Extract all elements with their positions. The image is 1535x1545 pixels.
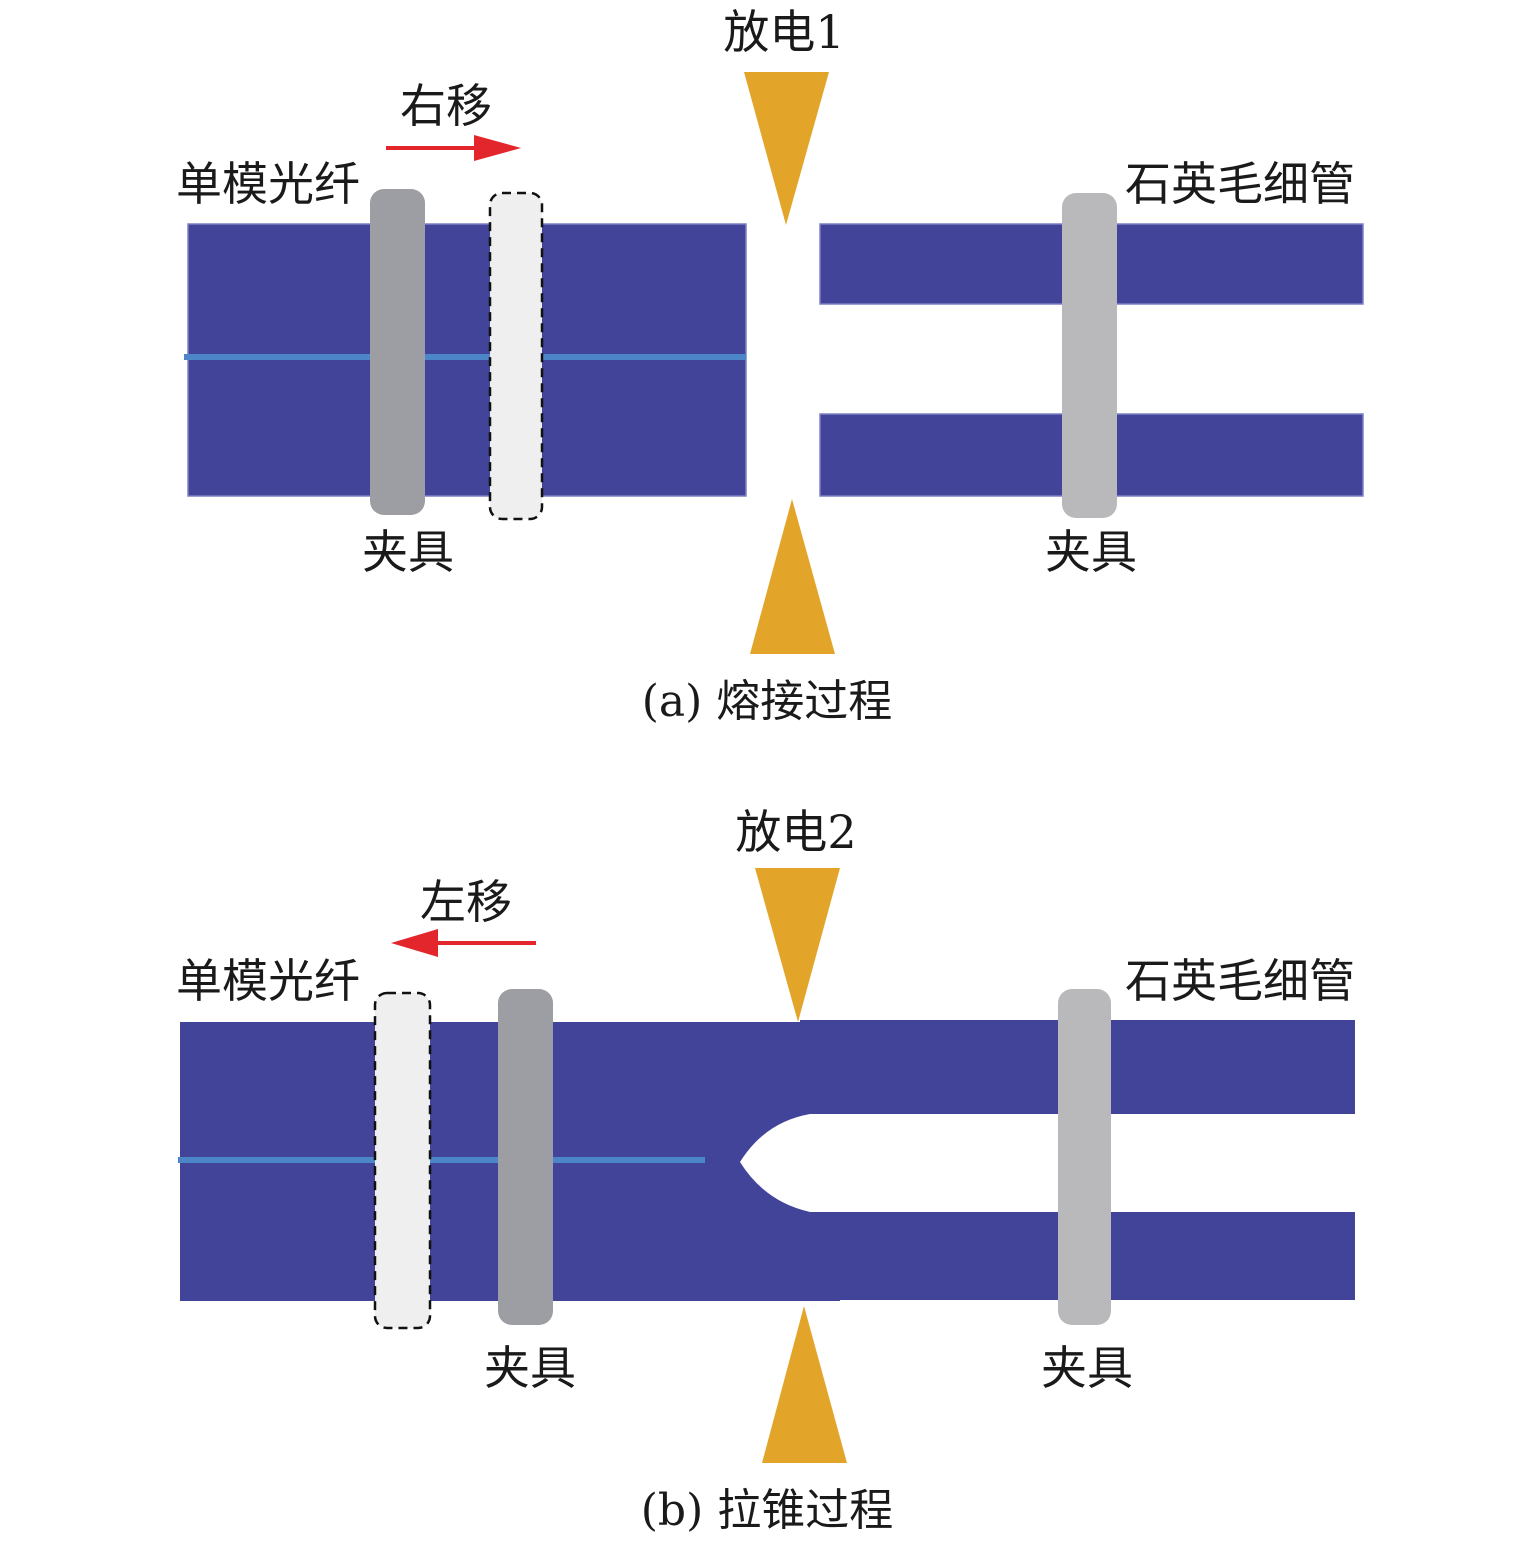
panel-b-clamp-right xyxy=(1058,989,1111,1325)
panel-b-fiber-label: 单模光纤 xyxy=(176,954,360,1008)
panel-a-electrode-top xyxy=(744,72,829,225)
panel-a-clamp-right xyxy=(1062,193,1117,518)
panel-b-clamp-moved-position xyxy=(373,991,432,1330)
panel-b-electrode-top xyxy=(755,868,840,1022)
panel-a-caption: (a) 熔接过程 xyxy=(642,676,893,727)
panel-a-fiber-label: 单模光纤 xyxy=(176,157,360,211)
panel-a-discharge-label: 放电1 xyxy=(723,5,844,59)
panel-a-electrode-bottom xyxy=(750,499,835,654)
panel-a-capillary-label: 石英毛细管 xyxy=(1125,157,1355,211)
panel-a-clamp-left-label: 夹具 xyxy=(362,525,454,579)
panel-b-clamp-right-label: 夹具 xyxy=(1041,1341,1133,1395)
panel-b-move-label: 左移 xyxy=(420,875,512,929)
panel-b: 放电2 左移 单模光纤 石英毛细管 夹具 夹具 (b) 拉锥过程 xyxy=(176,805,1355,1536)
panel-b-clamp-left xyxy=(498,989,553,1325)
panel-b-discharge-label: 放电2 xyxy=(735,805,856,859)
panel-a-clamp-moved-position xyxy=(488,191,544,521)
panel-b-caption: (b) 拉锥过程 xyxy=(641,1485,893,1536)
panel-a-clamp-right-label: 夹具 xyxy=(1045,525,1137,579)
panel-b-clamp-left-label: 夹具 xyxy=(484,1341,576,1395)
panel-b-electrode-bottom xyxy=(762,1306,847,1463)
panel-a-move-right-arrow xyxy=(386,135,521,161)
panel-a-clamp-left xyxy=(370,189,425,515)
panel-a: 放电1 右移 单模光纤 石英毛细管 夹具 夹具 (a) 熔接过程 xyxy=(176,5,1364,727)
panel-b-move-left-arrow xyxy=(391,929,536,957)
panel-b-capillary-label: 石英毛细管 xyxy=(1125,954,1355,1008)
panel-a-move-label: 右移 xyxy=(400,79,492,133)
